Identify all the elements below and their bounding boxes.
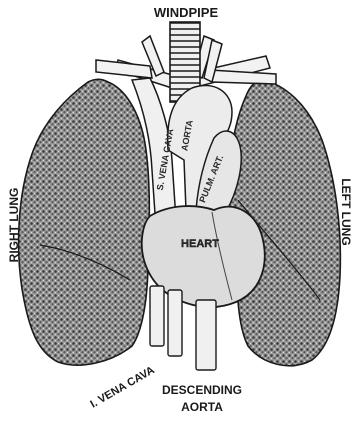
right-lung	[19, 79, 150, 365]
descending-aorta	[196, 300, 216, 370]
left-subclavian-vessel	[210, 70, 276, 84]
windpipe-label: WINDPIPE	[154, 5, 219, 20]
descending-aorta-label-line2: AORTA	[181, 400, 223, 414]
left-lung-label: LEFT LUNG	[339, 178, 353, 245]
inferior-vena-cava	[150, 286, 164, 346]
heart-label: HEART	[181, 238, 219, 250]
i-vena-cava-label: I. VENA CAVA	[88, 364, 156, 410]
brachiocephalic-vein	[96, 60, 152, 78]
inferior-vessel	[168, 290, 182, 356]
descending-aorta-label-line1: DESCENDING	[162, 383, 242, 397]
right-lung-label: RIGHT LUNG	[7, 188, 21, 263]
